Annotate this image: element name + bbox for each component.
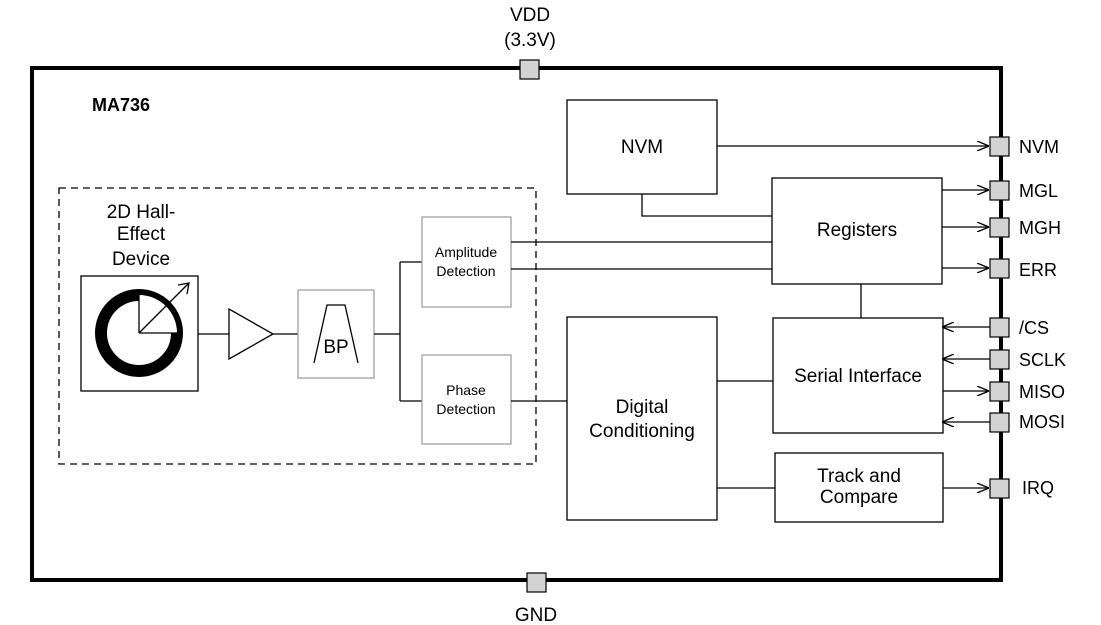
pin-label-nvm: NVM bbox=[1019, 137, 1059, 157]
phase-label-2: Detection bbox=[436, 401, 495, 417]
hall-device-label-3: Device bbox=[112, 249, 170, 270]
pin-label-mgl: MGL bbox=[1019, 181, 1058, 201]
gnd-label: GND bbox=[515, 605, 557, 625]
hall-sensor-block bbox=[80, 275, 199, 392]
pin-label-err: ERR bbox=[1019, 260, 1057, 280]
hall-device-label-2: Effect bbox=[117, 224, 166, 245]
phase-detection-block: Phase Detection bbox=[421, 354, 512, 445]
magnet-ring-icon bbox=[95, 282, 190, 377]
hall-device-label-1: 2D Hall- bbox=[107, 202, 176, 223]
pin-miso bbox=[989, 381, 1010, 402]
amplitude-label-2: Detection bbox=[436, 263, 495, 279]
nvm-block-label: NVM bbox=[621, 137, 663, 158]
phase-label-1: Phase bbox=[446, 382, 486, 398]
pin-nvm bbox=[989, 136, 1010, 157]
registers-label: Registers bbox=[817, 220, 897, 241]
amplifier-icon bbox=[228, 307, 275, 361]
pin-label-cs: /CS bbox=[1019, 318, 1049, 338]
pin-label-mgh: MGH bbox=[1019, 218, 1061, 238]
serial-label: Serial Interface bbox=[794, 366, 922, 387]
registers-block: Registers bbox=[771, 177, 943, 285]
bandpass-label: BP bbox=[323, 337, 348, 358]
pin-label-sclk: SCLK bbox=[1019, 350, 1066, 370]
pin-irq bbox=[989, 478, 1010, 499]
nvm-block: NVM bbox=[566, 99, 718, 195]
pin-mgh bbox=[989, 217, 1010, 238]
gnd-pin bbox=[526, 572, 547, 593]
pin-mosi bbox=[989, 412, 1010, 433]
vdd-label: VDD bbox=[510, 5, 550, 26]
vdd-voltage: (3.3V) bbox=[504, 30, 556, 51]
analog-frontend-region bbox=[58, 187, 537, 465]
digital-label-1: Digital bbox=[616, 397, 669, 418]
amplitude-label-1: Amplitude bbox=[435, 244, 497, 260]
pin-label-irq: IRQ bbox=[1022, 478, 1054, 498]
amplitude-detection-block: Amplitude Detection bbox=[421, 216, 512, 308]
pin-label-mosi: MOSI bbox=[1019, 412, 1065, 432]
track-label-2: Compare bbox=[820, 487, 898, 508]
track-label-1: Track and bbox=[817, 466, 901, 487]
pin-sclk bbox=[989, 349, 1010, 370]
pin-mgl bbox=[989, 180, 1010, 201]
digital-conditioning-block: Digital Conditioning bbox=[566, 316, 718, 521]
vdd-pin bbox=[519, 59, 540, 80]
bandpass-filter-block: BP bbox=[297, 289, 375, 379]
pin-label-miso: MISO bbox=[1019, 382, 1065, 402]
serial-interface-block: Serial Interface bbox=[772, 317, 944, 434]
track-compare-block: Track and Compare bbox=[774, 452, 944, 523]
digital-label-2: Conditioning bbox=[589, 421, 695, 442]
pin-cs bbox=[989, 317, 1010, 338]
pin-err bbox=[989, 258, 1010, 279]
chip-name: MA736 bbox=[92, 95, 150, 115]
